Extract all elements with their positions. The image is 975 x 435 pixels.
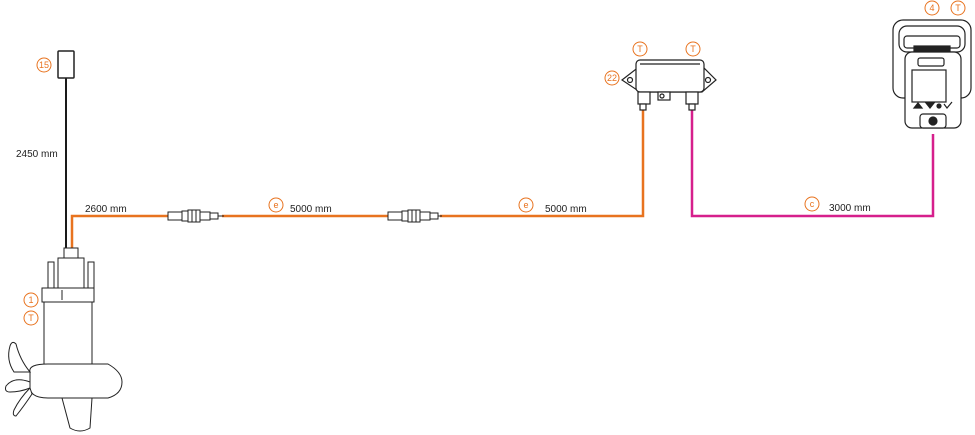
marker-display-cable: c [804,196,820,212]
marker-sensor: 15 [36,57,52,73]
display-cable-length-label: 3000 mm [829,203,871,214]
motor-cable-length-label: 2600 mm [85,204,127,215]
marker-junction-t-right-text: T [690,44,696,54]
motor-cable [70,214,170,252]
marker-motor-id: 1 [23,292,39,308]
marker-extension-2: e [518,197,534,213]
display-cable [690,110,935,218]
sensor-cable-length-label: 2450 mm [16,149,58,160]
marker-motor-id-text: 1 [28,295,33,305]
extension-cable-2 [440,110,645,218]
marker-extension-1: e [268,197,284,213]
marker-junction-t-left: T [632,41,648,57]
display-unit [892,19,972,129]
marker-motor-t: T [23,310,39,326]
marker-display-id: 4 [924,0,940,16]
marker-display-t: T [950,0,966,16]
inline-connector-2 [387,209,442,223]
marker-display-cable-text: c [810,199,815,209]
extension-2-length-label: 5000 mm [545,204,587,215]
marker-sensor-text: 15 [39,60,49,70]
trolling-motor [5,247,123,432]
marker-display-t-text: T [955,3,961,13]
sensor-device [57,50,75,79]
marker-junction-t-left-text: T [637,44,643,54]
junction-box [620,59,717,111]
marker-junction-t-right: T [685,41,701,57]
marker-junction-id: 22 [604,70,620,86]
marker-junction-id-text: 22 [607,73,617,83]
marker-extension-1-text: e [273,200,278,210]
marker-display-id-text: 4 [929,3,934,13]
marker-motor-t-text: T [28,313,34,323]
inline-connector-1 [167,209,224,223]
extension-1-length-label: 5000 mm [290,204,332,215]
marker-extension-2-text: e [523,200,528,210]
